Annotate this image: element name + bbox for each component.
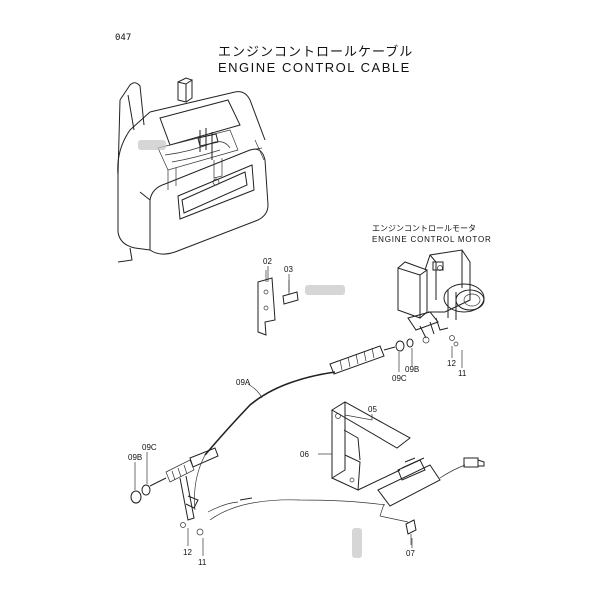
- part-label-09c-left: 09C: [142, 443, 157, 452]
- bolt-07: [352, 519, 417, 558]
- motor-label-english: ENGINE CONTROL MOTOR: [372, 235, 492, 244]
- diagram-title-japanese: エンジンコントロールケーブル: [218, 45, 414, 60]
- part-label-07: 07: [406, 549, 415, 558]
- cable-09a: [130, 338, 414, 511]
- part-label-05: 05: [368, 405, 377, 414]
- diagram-title-english: ENGINE CONTROL CABLE: [218, 60, 411, 75]
- part-label-11-right: 11: [458, 369, 467, 378]
- bracket-02: [257, 270, 276, 336]
- part-label-09c-right: 09C: [392, 374, 407, 383]
- control-unit: [377, 457, 485, 523]
- leader-lines: [134, 266, 463, 556]
- page-number: 047: [115, 33, 132, 43]
- part-label-06: 06: [300, 450, 309, 459]
- part-label-09b-right: 09B: [405, 365, 419, 374]
- part-label-03: 03: [284, 265, 293, 274]
- lever-left: [179, 475, 204, 536]
- part-label-09b-left: 09B: [128, 453, 142, 462]
- part-label-11-left: 11: [198, 558, 207, 567]
- bracket-05-06: [331, 401, 411, 491]
- motor-label-japanese: エンジンコントロールモータ: [372, 224, 476, 233]
- part-label-02: 02: [263, 257, 272, 266]
- machine-overview-drawing: [117, 77, 269, 263]
- part-label-12-right: 12: [447, 359, 456, 368]
- part-label-09a: 09A: [236, 378, 251, 387]
- cable-second: [207, 497, 386, 521]
- bolt-03: [282, 280, 345, 305]
- part-label-12-left: 12: [183, 548, 192, 557]
- engine-control-motor: [397, 249, 485, 347]
